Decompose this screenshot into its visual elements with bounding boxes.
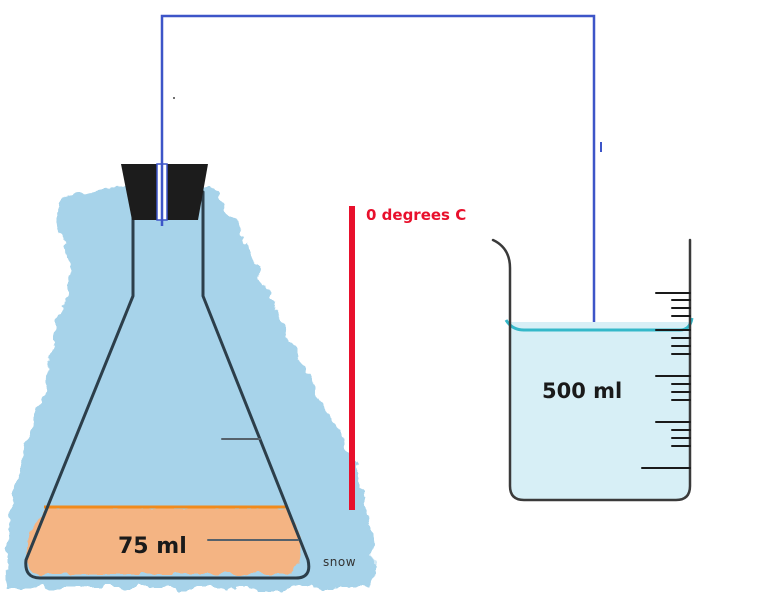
beaker-scale [641,292,691,469]
snow-label: snow [323,555,356,569]
flask-liquid-body [26,508,301,574]
beaker-water [504,317,694,500]
snow-shape [8,186,374,588]
beaker [491,238,692,502]
rubber-stopper [121,163,208,221]
beaker-outline [491,238,692,502]
temperature-label: 0 degrees C [366,206,466,224]
snow-pile [8,186,374,588]
erlenmeyer-flask [24,190,311,580]
beaker-volume-label: 500 ml [542,379,622,403]
thermometer: 0 degrees C [349,206,466,510]
flask-outline [24,190,311,580]
beaker-water-body [510,322,690,500]
stray-mark [173,97,175,99]
flask-volume-label: 75 ml [118,534,187,559]
delivery-tube [160,14,602,354]
tube-line [160,14,596,354]
flask-liquid [26,505,301,574]
